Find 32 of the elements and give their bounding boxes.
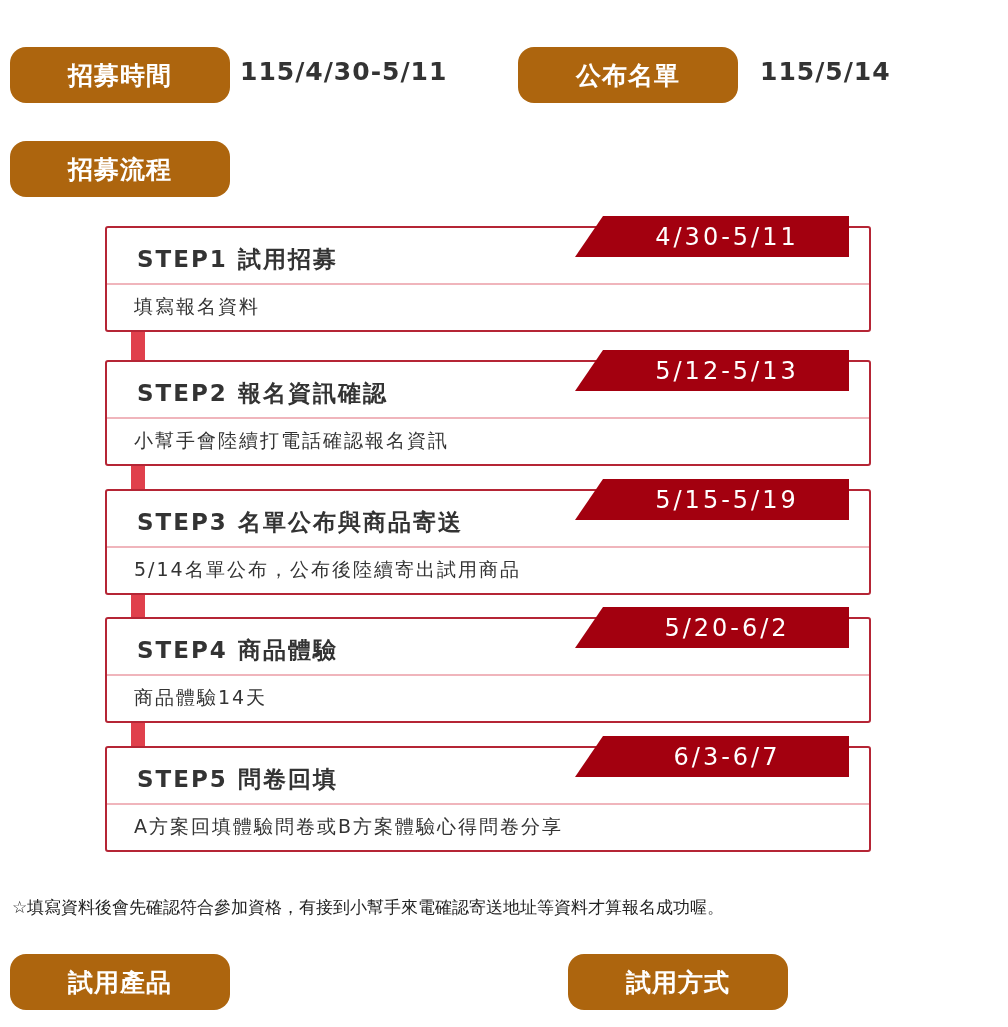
- step-card: [105, 226, 871, 332]
- step-description: 小幫手會陸續打電話確認報名資訊: [134, 428, 449, 453]
- step-title: STEP1 試用招募: [137, 245, 338, 274]
- step-description: 5/14名單公布，公布後陸續寄出試用商品: [134, 557, 521, 582]
- connector-bar: [131, 723, 145, 746]
- step-description: 填寫報名資料: [134, 294, 260, 319]
- date-text: 115/5/14: [760, 57, 891, 86]
- step-title: STEP2 報名資訊確認: [137, 379, 388, 408]
- section-heading: 招募時間: [10, 47, 230, 103]
- date-text: 115/4/30-5/11: [240, 57, 448, 86]
- step-title: STEP5 問卷回填: [137, 765, 338, 794]
- step-card: [105, 746, 871, 852]
- connector-bar: [131, 466, 145, 489]
- note-text: ☆填寫資料後會先確認符合參加資格，有接到小幫手來電確認寄送地址等資料才算報名成功喔。: [12, 896, 725, 919]
- date-tab: 4/30-5/11: [575, 216, 849, 257]
- step-card: [105, 489, 871, 595]
- connector-bar: [131, 332, 145, 360]
- section-heading: 試用方式: [568, 954, 788, 1010]
- step-card: [105, 617, 871, 723]
- step-description: A方案回填體驗問卷或B方案體驗心得問卷分享: [134, 814, 564, 839]
- date-tab: 5/12-5/13: [575, 350, 849, 391]
- step-title: STEP4 商品體驗: [137, 636, 338, 665]
- step-description: 商品體驗14天: [134, 685, 268, 710]
- section-heading: 公布名單: [518, 47, 738, 103]
- connector-bar: [131, 595, 145, 617]
- step-title: STEP3 名單公布與商品寄送: [137, 508, 463, 537]
- date-tab: 6/3-6/7: [575, 736, 849, 777]
- section-heading: 試用產品: [10, 954, 230, 1010]
- step-card: [105, 360, 871, 466]
- section-heading: 招募流程: [10, 141, 230, 197]
- date-tab: 5/20-6/2: [575, 607, 849, 648]
- date-tab: 5/15-5/19: [575, 479, 849, 520]
